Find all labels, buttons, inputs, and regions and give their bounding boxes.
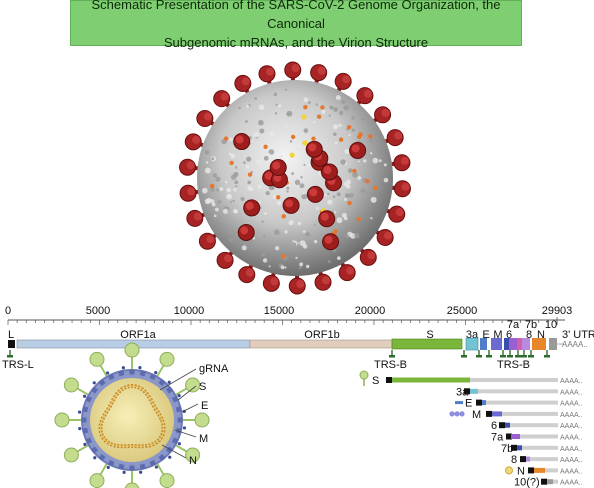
segment-8 [522, 338, 530, 350]
segment-7a [509, 338, 517, 350]
trs-markers [7, 350, 550, 358]
segment-S [391, 338, 463, 350]
label-S: S [426, 329, 433, 341]
label-N: N [537, 329, 545, 341]
virion-label-S: S [199, 381, 206, 393]
label-orf1a: ORF1a [120, 329, 156, 341]
genome-polyA: AAAA.. [562, 340, 588, 349]
label-orf1b: ORF1b [304, 329, 339, 341]
title-banner: Schematic Presentation of the SARS-CoV-2… [70, 0, 522, 50]
label-L: L [8, 329, 14, 341]
label-6: 6 [506, 329, 512, 341]
title-line-1: Schematic Presentation of the SARS-CoV-2… [91, 0, 501, 31]
axis-tick-25000: 25000 [447, 305, 478, 317]
label-7a: 7a [507, 319, 520, 331]
sgmrna-polyA: AAAA.. [560, 446, 583, 453]
coronavirus-illustration [179, 61, 411, 295]
virion-rna-coil [98, 383, 166, 449]
axis-tick-15000: 15000 [264, 305, 295, 317]
title-line-2: Subgenomic mRNAs, and the Virion Structu… [163, 34, 429, 50]
segment-M [491, 338, 502, 350]
sgmrna-label: 10(?) [514, 477, 540, 488]
segment-E [480, 338, 487, 350]
label-M: M [493, 329, 502, 341]
label-trs-b-right: TRS-B [497, 359, 530, 371]
label-3utr: 3' UTR [562, 329, 594, 341]
axis-tick-20000: 20000 [355, 305, 386, 317]
virion-label-M: M [199, 433, 208, 445]
sgmrna-polyA: AAAA.. [560, 423, 583, 430]
segment-10 [549, 338, 557, 350]
sgmrna-label: 8 [511, 454, 517, 466]
genome-axis: 0 5000 10000 15000 20000 25000 29903 [5, 305, 572, 325]
sgmrna-polyA: AAAA.. [560, 435, 583, 442]
sgmrna-polyA: AAAA.. [560, 457, 583, 464]
axis-tick-10000: 10000 [174, 305, 205, 317]
sgmrna-polyA: AAAA.. [560, 401, 583, 408]
segment-3a [465, 337, 479, 351]
virion-label-gRNA: gRNA [199, 363, 229, 375]
sgmrna-polyA: AAAA.. [560, 378, 583, 385]
virion-interior [90, 378, 174, 462]
virion-dots [77, 365, 187, 475]
segment-6 [504, 338, 509, 350]
spike-proteins-back [179, 61, 411, 295]
sgmrna-polyA: AAAA.. [560, 412, 583, 419]
label-10: 10 [545, 319, 557, 331]
segment-orf1b [249, 339, 393, 349]
sgmrna-polyA: AAAA.. [560, 389, 583, 396]
virion-spikes [54, 342, 210, 488]
virion-label-E: E [201, 400, 208, 412]
spike-proteins-front [233, 133, 367, 251]
axis-tick-0: 0 [5, 305, 11, 317]
sgmrna-label: N [517, 465, 525, 477]
sgmrna-label: E [465, 398, 472, 410]
sgmrna-polyA: AAAA.. [560, 468, 583, 475]
sgmrna-label: 3a [456, 386, 469, 398]
segment-N [532, 338, 546, 350]
virus-envelope [197, 80, 393, 276]
segment-7b [517, 338, 522, 350]
virion-label-N: N [189, 455, 197, 467]
label-7b: 7b [525, 319, 537, 331]
label-8: 8 [526, 329, 532, 341]
label-trs-b-left: TRS-B [374, 359, 407, 371]
virion-structure: gRNA S E M N [54, 342, 229, 488]
sgmrna-label: S [372, 375, 379, 387]
sgmrna-label: 7b [501, 443, 513, 455]
sgmrna-label: M [472, 409, 481, 421]
label-E: E [482, 329, 489, 341]
label-trs-l: TRS-L [2, 359, 34, 371]
axis-tick-5000: 5000 [86, 305, 110, 317]
sgmrna-label: 6 [491, 420, 497, 432]
segment-L [8, 340, 15, 348]
sgmrna-label: 7a [491, 432, 504, 444]
sgmrna-polyA: AAAA.. [560, 480, 583, 487]
axis-tick-29903: 29903 [542, 305, 573, 317]
